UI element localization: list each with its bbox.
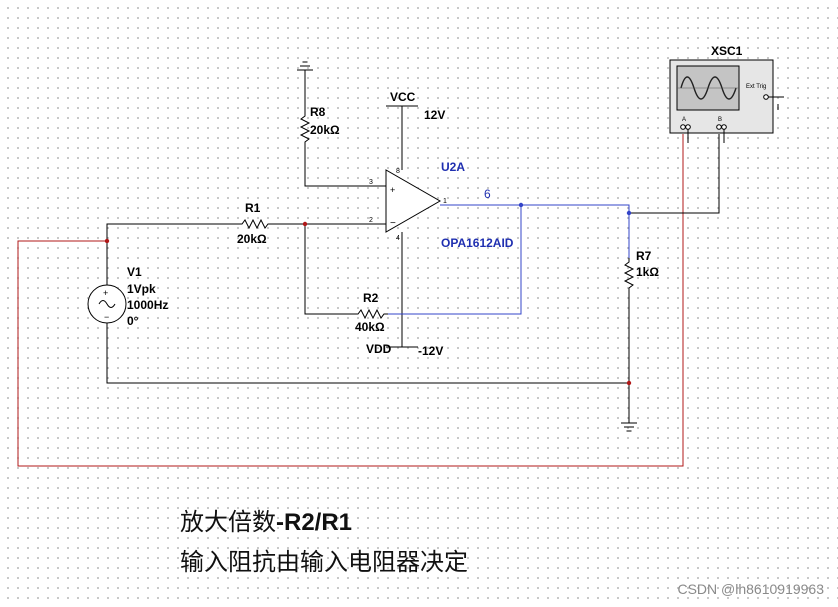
wires: [106, 70, 720, 423]
scope-channel-a-label: A: [682, 117, 686, 123]
resistor-r2-icon: [354, 308, 388, 320]
r1-value-label: 20kΩ: [237, 232, 267, 246]
v1-frequency-label: 1000Hz: [127, 298, 168, 312]
opamp-pin-minus: 2: [369, 217, 373, 224]
gain-note: 放大倍数-R2/R1: [180, 502, 352, 537]
scope-channel-b-label: B: [718, 117, 722, 123]
opamp-part-label: OPA1612AID: [441, 236, 514, 250]
ground-icon: [297, 61, 313, 71]
r8-value-label: 20kΩ: [310, 123, 340, 137]
v1-amplitude-label: 1Vpk: [127, 282, 156, 296]
v1-phase-label: 0°: [127, 314, 139, 328]
gain-note-formula: -R2/R1: [276, 509, 353, 536]
r2-value-label: 40kΩ: [355, 320, 385, 334]
scope-ext-trig-label: Ext Trig: [746, 84, 766, 90]
opamp-u2a-icon: + −: [385, 169, 442, 233]
ground-icon: [621, 422, 637, 432]
resistor-r1-icon: [238, 218, 272, 230]
r1-ref-label: R1: [245, 201, 261, 215]
r7-value-label: 1kΩ: [636, 265, 659, 279]
opamp-pin-vdd: 4: [396, 235, 400, 242]
vcc-value-label: 12V: [424, 108, 445, 122]
output-net-label: 6: [484, 187, 491, 201]
scope-ref-label: XSC1: [711, 44, 743, 58]
output-net-wires: [388, 204, 630, 315]
watermark: CSDN @lh8610919963: [677, 581, 824, 597]
junction-dots: [104, 202, 632, 386]
svg-text:−: −: [390, 218, 396, 229]
oscilloscope-xsc1-icon: [669, 59, 784, 143]
opamp-pin-vcc: 8: [396, 168, 400, 175]
resistor-r7-icon: [623, 258, 635, 292]
svg-text:+: +: [390, 185, 395, 195]
opamp-pin-out: 1: [443, 198, 447, 205]
gain-note-prefix: 放大倍数: [180, 508, 276, 536]
r2-ref-label: R2: [363, 291, 379, 305]
vcc-name-label: VCC: [390, 90, 416, 104]
impedance-note: 输入阻抗由输入电阻器决定: [180, 548, 468, 576]
opamp-ref-label: U2A: [441, 160, 465, 174]
vdd-value-label: -12V: [418, 344, 443, 358]
resistor-r8-icon: [299, 112, 311, 146]
ac-source-v1-icon: + −: [87, 284, 127, 324]
svg-text:+: +: [103, 288, 108, 298]
svg-text:−: −: [104, 312, 109, 322]
r7-ref-label: R7: [636, 249, 652, 263]
scope-lead-wire: [17, 134, 684, 467]
r8-ref-label: R8: [310, 105, 326, 119]
vdd-name-label: VDD: [366, 342, 392, 356]
v1-ref-label: V1: [127, 265, 142, 279]
opamp-pin-plus: 3: [369, 179, 373, 186]
